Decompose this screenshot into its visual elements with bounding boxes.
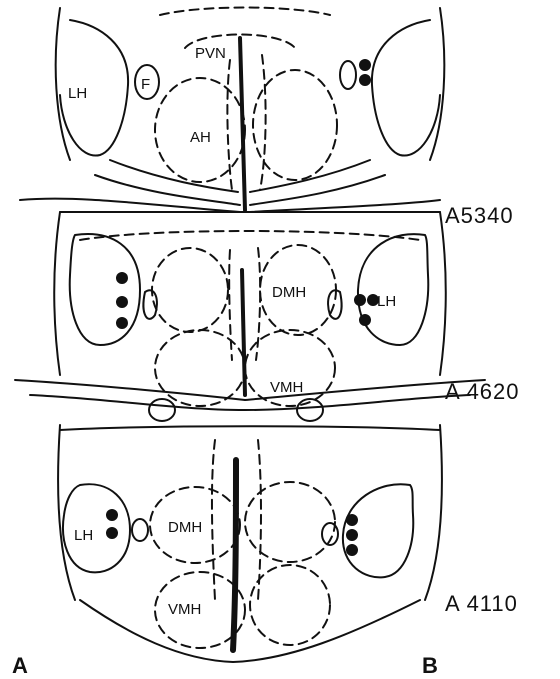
label-ah: AH	[190, 129, 211, 146]
section-a4620	[15, 212, 485, 410]
lesion-dot	[346, 529, 358, 541]
lesion-dot	[116, 317, 128, 329]
label-lh-3: LH	[74, 527, 93, 544]
section-a4110	[58, 425, 442, 662]
section-a5340	[20, 8, 444, 213]
label-lh-1: LH	[68, 85, 87, 102]
lesion-dot	[346, 544, 358, 556]
panel-label-b: B	[422, 653, 438, 678]
lesion-dot	[106, 509, 118, 521]
lesion-dot	[106, 527, 118, 539]
lesion-dot	[359, 74, 371, 86]
label-pvn: PVN	[195, 45, 226, 62]
label-dmh-2: DMH	[168, 519, 202, 536]
lesion-dot	[354, 294, 366, 306]
panel-label-a: A	[12, 653, 28, 678]
label-vmh-2: VMH	[168, 601, 201, 618]
level-label-a4620: A 4620	[445, 379, 520, 404]
level-label-a4110: A 4110	[445, 591, 518, 616]
lesion-dot	[116, 296, 128, 308]
label-fornix: F	[141, 76, 150, 93]
label-dmh-1: DMH	[272, 284, 306, 301]
level-label-a5340: A5340	[445, 203, 514, 228]
lesion-dot	[359, 59, 371, 71]
label-vmh-1: VMH	[270, 379, 303, 396]
lesion-dot	[346, 514, 358, 526]
lesion-dot	[116, 272, 128, 284]
label-lh-2: LH	[377, 293, 396, 310]
lesion-dot	[359, 314, 371, 326]
